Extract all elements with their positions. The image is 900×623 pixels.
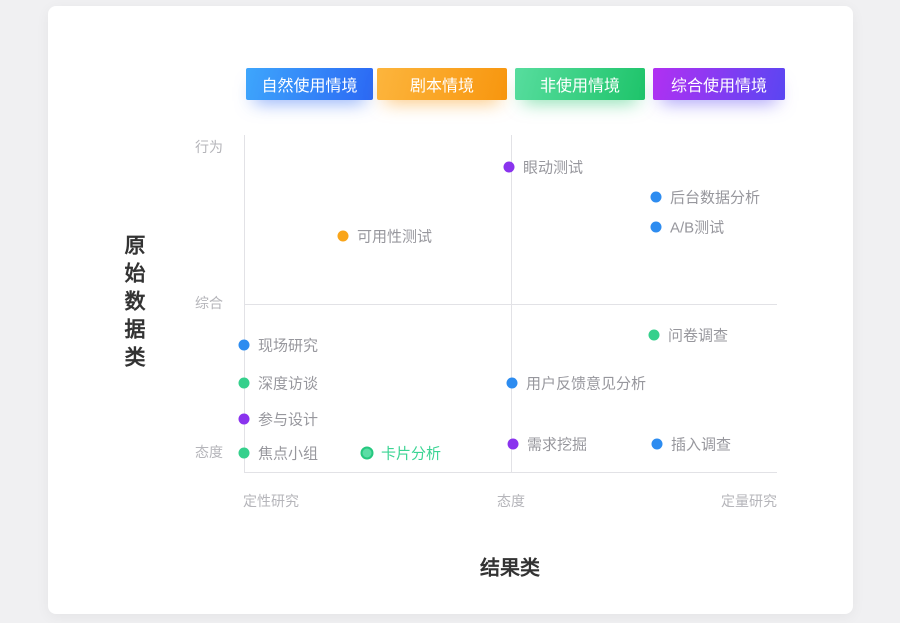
data-point-dot [648, 329, 660, 341]
data-point-dot [238, 413, 250, 425]
data-point-label: 可用性测试 [357, 228, 433, 246]
x-tick-right: 定量研究 [721, 493, 777, 509]
x-axis-line [244, 472, 777, 473]
y-tick-middle: 综合 [195, 295, 223, 311]
chart-card [48, 6, 853, 614]
center-horizontal-line [244, 304, 777, 305]
x-tick-middle: 态度 [497, 493, 525, 509]
data-point-label: 用户反馈意见分析 [526, 375, 647, 393]
data-point-dot [238, 339, 250, 351]
data-point-label: 卡片分析 [381, 445, 442, 463]
data-point-dot [337, 230, 349, 242]
data-point-dot [650, 191, 662, 203]
y-axis-title: 原始数据类 [122, 234, 145, 374]
data-point-label: 眼动测试 [523, 159, 584, 177]
data-point-label: 深度访谈 [258, 375, 319, 393]
data-point-dot [507, 438, 519, 450]
y-tick-top: 行为 [195, 139, 223, 155]
data-point-label: 后台数据分析 [670, 189, 761, 207]
data-point-dot [238, 447, 250, 459]
legend-badge[interactable]: 剧本情境 [377, 68, 507, 100]
x-tick-left: 定性研究 [243, 493, 299, 509]
data-point-dot [651, 438, 663, 450]
data-point-dot [360, 446, 374, 460]
data-point-label: A/B测试 [670, 219, 725, 237]
data-point-dot [650, 221, 662, 233]
x-axis-title: 结果类 [480, 557, 540, 580]
legend-badge[interactable]: 非使用情境 [515, 68, 645, 100]
legend-badge[interactable]: 综合使用情境 [653, 68, 785, 100]
data-point-label: 参与设计 [258, 411, 319, 429]
data-point-label: 焦点小组 [258, 445, 319, 463]
y-axis-line [244, 135, 245, 472]
data-point-label: 现场研究 [258, 337, 319, 355]
data-point-dot [506, 377, 518, 389]
legend-badge[interactable]: 自然使用情境 [246, 68, 373, 100]
y-tick-bottom: 态度 [195, 444, 223, 460]
data-point-dot [503, 161, 515, 173]
data-point-dot [238, 377, 250, 389]
data-point-label: 插入调查 [671, 436, 732, 454]
data-point-label: 需求挖掘 [527, 436, 588, 454]
data-point-label: 问卷调查 [668, 327, 729, 345]
center-vertical-line [511, 135, 512, 472]
